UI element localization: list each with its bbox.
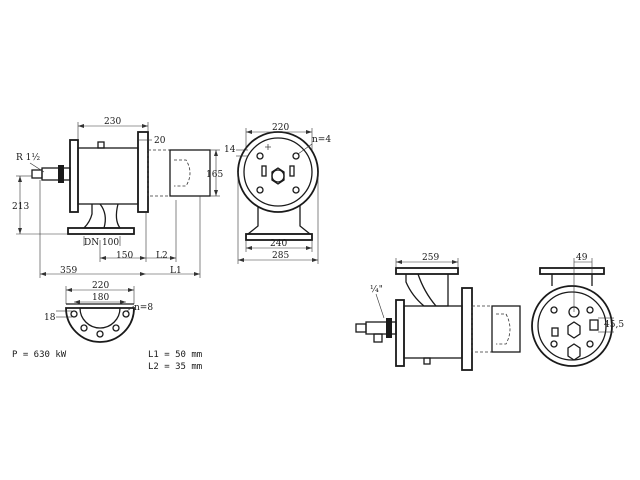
iso-thread-label: ¼" (370, 284, 383, 295)
front-bolt-count: n=4 (312, 135, 331, 145)
front-dim-14: 14 (224, 145, 236, 155)
dim-165: 165 (206, 170, 223, 180)
side-view: 230 20 R 1½ 165 213 DN 100 150 (12, 117, 223, 278)
dn-label: DN 100 (84, 238, 119, 248)
front-dim-240: 240 (270, 239, 287, 249)
dim-213: 213 (12, 202, 29, 212)
iso-dim-49: 49 (576, 253, 588, 263)
dim-l2: L2 (156, 251, 168, 261)
dim-359: 359 (60, 266, 77, 276)
iso-front-view: 49 45,5 (531, 253, 624, 367)
thread-label: R 1½ (16, 152, 40, 163)
dim-l1: L1 (170, 266, 182, 276)
spec-l1: L1 = 50 mm (148, 350, 202, 360)
flange-bolt-count: n=8 (134, 303, 153, 313)
front-dim-285: 285 (272, 251, 289, 261)
iso-dim-45-5: 45,5 (604, 320, 624, 330)
dim-150: 150 (116, 251, 133, 261)
spec-power: P = 630 kW (12, 350, 67, 360)
iso-side-view: 259 ¼" (355, 253, 521, 371)
iso-dim-259: 259 (422, 253, 439, 263)
flange-dim-18: 18 (44, 313, 56, 323)
flange-view: 220 180 n=8 18 (44, 281, 153, 343)
front-dim-220: 220 (272, 123, 289, 133)
flange-dim-220: 220 (92, 281, 109, 291)
front-view: 220 n=4 14 240 285 (224, 123, 331, 264)
dim-230: 230 (104, 117, 121, 127)
flange-dim-180: 180 (92, 293, 109, 303)
spec-notes: P = 630 kW L1 = 50 mm L2 = 35 mm (12, 350, 202, 372)
dim-20: 20 (154, 136, 166, 146)
spec-l2: L2 = 35 mm (148, 362, 202, 372)
